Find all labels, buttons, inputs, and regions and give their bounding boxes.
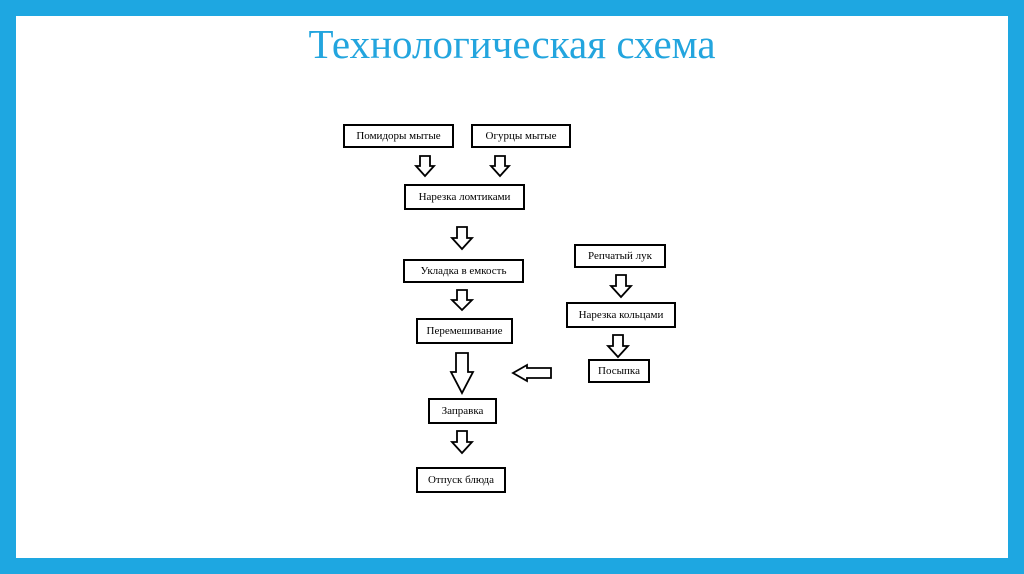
- arrow-down-icon: [488, 155, 512, 178]
- node-sprinkling: Посыпка: [588, 359, 650, 383]
- arrow-down-icon: [608, 274, 634, 299]
- arrow-down-icon: [413, 155, 437, 178]
- arrow-left-icon: [511, 363, 552, 383]
- node-mixing: Перемешивание: [416, 318, 513, 344]
- arrow-down-icon: [449, 226, 475, 251]
- page-title: Технологическая схема: [308, 21, 716, 67]
- node-dressing: Заправка: [428, 398, 497, 424]
- arrow-down-icon: [449, 352, 475, 395]
- node-slicing: Нарезка ломтиками: [404, 184, 525, 210]
- node-onion: Репчатый лук: [574, 244, 666, 268]
- node-placing: Укладка в емкость: [403, 259, 524, 283]
- node-cucumbers: Огурцы мытые: [471, 124, 571, 148]
- arrow-down-icon: [605, 334, 631, 359]
- arrow-down-icon: [449, 289, 475, 312]
- node-tomatoes: Помидоры мытые: [343, 124, 454, 148]
- node-ring-cutting: Нарезка кольцами: [566, 302, 676, 328]
- arrow-down-icon: [449, 430, 475, 455]
- node-serving: Отпуск блюда: [416, 467, 506, 493]
